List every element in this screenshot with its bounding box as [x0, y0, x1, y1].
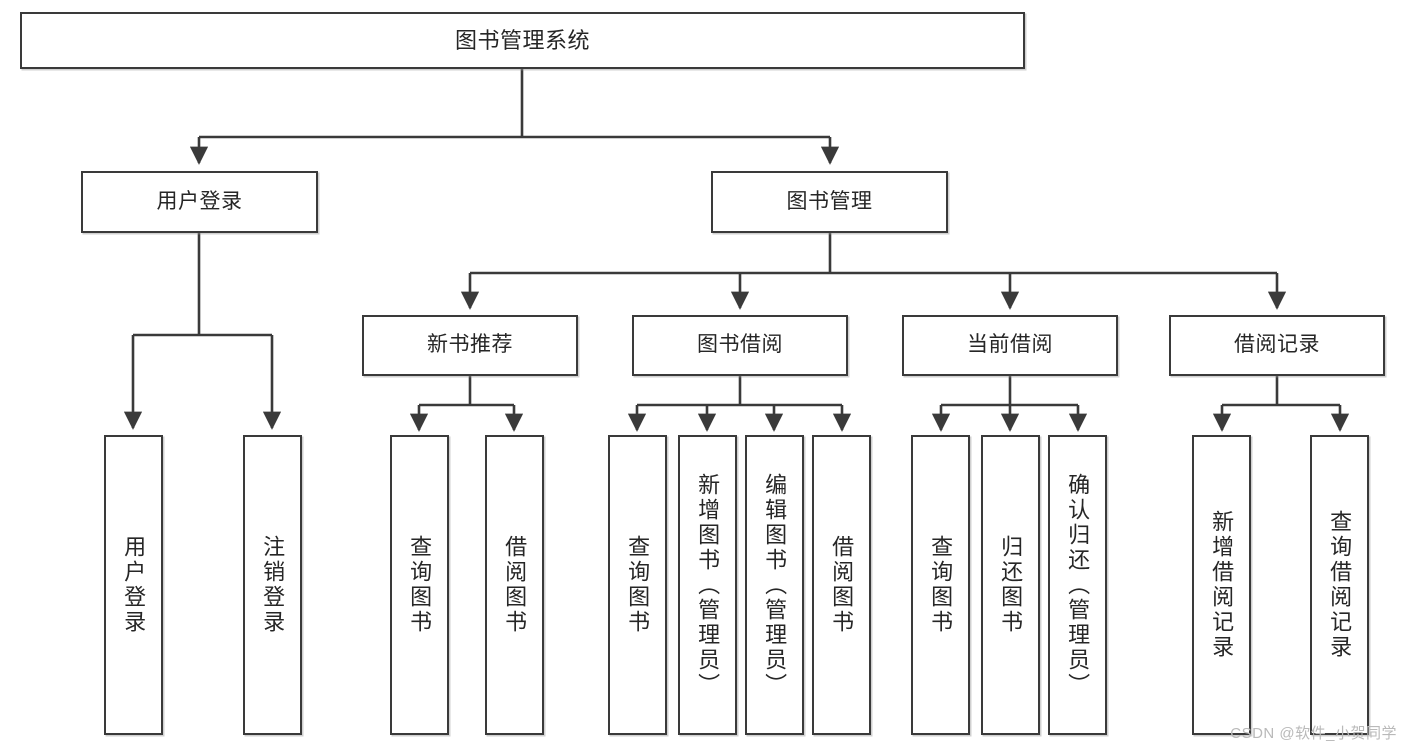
- node-current-borrowing[interactable]: 当前借阅: [902, 315, 1118, 376]
- leaf-borrow-book[interactable]: 借阅图书: [812, 435, 871, 735]
- node-label: 查询借阅记录: [1327, 510, 1353, 660]
- node-root-system[interactable]: 图书管理系统: [20, 12, 1025, 69]
- node-label: 借阅记录: [1234, 333, 1320, 357]
- node-label: 借阅图书: [829, 535, 855, 635]
- node-label: 用户登录: [156, 189, 243, 213]
- leaf-logout[interactable]: 注销登录: [243, 435, 302, 735]
- leaf-return-book[interactable]: 归还图书: [981, 435, 1040, 735]
- leaf-confirm-return-admin[interactable]: 确认归还（管理员）: [1048, 435, 1107, 735]
- node-book-management[interactable]: 图书管理: [711, 171, 948, 233]
- node-label: 编辑图书（管理员）: [762, 472, 788, 698]
- node-label: 查询图书: [407, 535, 433, 635]
- node-user-login[interactable]: 用户登录: [81, 171, 318, 233]
- node-label: 借阅图书: [502, 535, 528, 635]
- leaf-user-login[interactable]: 用户登录: [104, 435, 163, 735]
- csdn-watermark: CSDN @软件_小贺同学: [1230, 725, 1397, 742]
- leaf-query-borrow-record[interactable]: 查询借阅记录: [1310, 435, 1369, 735]
- leaf-borrow-book-recommend[interactable]: 借阅图书: [485, 435, 544, 735]
- node-label: 注销登录: [260, 535, 286, 635]
- node-label: 图书借阅: [697, 333, 783, 357]
- node-label: 图书管理系统: [454, 27, 590, 53]
- node-label: 查询图书: [625, 535, 651, 635]
- node-label: 确认归还（管理员）: [1065, 472, 1091, 698]
- leaf-query-book-borrow[interactable]: 查询图书: [608, 435, 667, 735]
- node-label: 新书推荐: [427, 333, 513, 357]
- leaf-add-borrow-record[interactable]: 新增借阅记录: [1192, 435, 1251, 735]
- node-label: 新增图书（管理员）: [695, 472, 721, 698]
- leaf-edit-book-admin[interactable]: 编辑图书（管理员）: [745, 435, 804, 735]
- node-book-borrowing[interactable]: 图书借阅: [632, 315, 848, 376]
- node-label: 新增借阅记录: [1209, 510, 1235, 660]
- node-new-book-recommendation[interactable]: 新书推荐: [362, 315, 578, 376]
- leaf-query-book-recommend[interactable]: 查询图书: [390, 435, 449, 735]
- node-label: 用户登录: [121, 535, 147, 635]
- leaf-add-book-admin[interactable]: 新增图书（管理员）: [678, 435, 737, 735]
- node-borrow-records[interactable]: 借阅记录: [1169, 315, 1385, 376]
- node-label: 当前借阅: [967, 333, 1053, 357]
- leaf-query-book-current[interactable]: 查询图书: [911, 435, 970, 735]
- node-label: 图书管理: [786, 189, 873, 213]
- node-label: 查询图书: [928, 535, 954, 635]
- node-label: 归还图书: [998, 535, 1024, 635]
